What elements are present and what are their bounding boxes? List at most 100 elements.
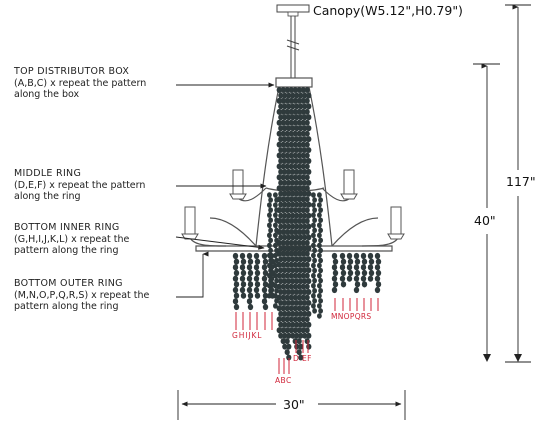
bead [276, 141, 282, 148]
bead [290, 289, 296, 296]
bead [300, 152, 306, 159]
bead [290, 223, 296, 230]
bead [304, 228, 310, 235]
bead [292, 250, 298, 257]
bead [306, 289, 312, 296]
bead [284, 108, 290, 115]
bead [262, 281, 269, 288]
canopy-shape [276, 4, 310, 13]
bead [304, 327, 310, 334]
bead [298, 310, 304, 317]
bead [273, 212, 278, 218]
bead [247, 269, 254, 277]
bead [273, 252, 278, 259]
bead [312, 257, 317, 264]
bead [278, 245, 284, 252]
bead [298, 190, 304, 197]
bead [274, 197, 279, 203]
bead [284, 130, 290, 137]
bead [280, 327, 286, 334]
bead [312, 277, 317, 284]
bead [273, 222, 278, 229]
callout-inner-line1: (G,H,I,J,K,L) x repeat the [14, 233, 130, 245]
bead [290, 179, 296, 186]
bead [282, 147, 288, 154]
bead [296, 141, 302, 148]
bead [286, 168, 292, 175]
bead [247, 258, 254, 265]
bead [317, 222, 322, 229]
bead [318, 298, 323, 304]
callout-bottom-inner-ring: BOTTOM INNER RING (G,H,I,J,K,L) x repeat… [14, 222, 129, 257]
bead [296, 163, 302, 170]
bead [317, 313, 322, 319]
bead [306, 321, 312, 328]
bead [300, 228, 306, 235]
bead [317, 272, 322, 279]
bead [304, 316, 310, 323]
bead [353, 275, 360, 282]
bead [292, 239, 298, 246]
bead [318, 308, 323, 314]
bead [296, 185, 302, 192]
bead [284, 250, 290, 257]
bead [267, 202, 272, 208]
bead [278, 321, 284, 328]
bead [298, 354, 304, 361]
bead [239, 286, 246, 294]
bead [239, 252, 246, 260]
bead [339, 252, 346, 260]
bead [304, 218, 310, 225]
bead [302, 245, 308, 252]
bead [261, 298, 268, 305]
bead [311, 232, 316, 239]
bead [300, 119, 306, 126]
bead [286, 245, 292, 252]
bead [361, 258, 368, 265]
bead [274, 217, 279, 223]
bead [292, 97, 298, 104]
bead [273, 303, 278, 309]
bead [232, 286, 239, 294]
bead [298, 103, 304, 110]
bead [276, 163, 282, 170]
bead [278, 289, 284, 296]
bead [298, 267, 304, 274]
bead [286, 179, 292, 186]
bead [276, 87, 282, 93]
bead [290, 299, 296, 306]
bead [239, 275, 246, 282]
bead [282, 212, 288, 219]
bead [233, 292, 240, 299]
bead [332, 281, 339, 288]
bead [284, 239, 290, 246]
bead [280, 196, 286, 203]
bead [280, 283, 286, 290]
bead [298, 289, 304, 296]
bead [278, 103, 284, 110]
bead [302, 321, 308, 328]
bead [311, 262, 316, 269]
bead [280, 338, 286, 345]
bead [298, 343, 304, 350]
bead [304, 283, 310, 290]
bead [302, 267, 308, 274]
bead [290, 190, 296, 197]
bead [286, 136, 292, 143]
bead [262, 258, 269, 265]
bead [278, 157, 284, 164]
bead [346, 264, 353, 271]
canopy-label: Canopy(W5.12",H0.79") [313, 3, 463, 18]
bead [296, 97, 302, 104]
bead [302, 136, 308, 143]
bead [268, 227, 273, 234]
chandelier-frame [189, 77, 399, 252]
bead [280, 250, 286, 257]
bead [261, 275, 268, 282]
bead [290, 278, 296, 285]
bead [294, 103, 300, 110]
bead [286, 190, 292, 197]
bead [284, 163, 290, 170]
dimension-overall-height: 117" [506, 174, 536, 189]
bead [278, 223, 284, 230]
